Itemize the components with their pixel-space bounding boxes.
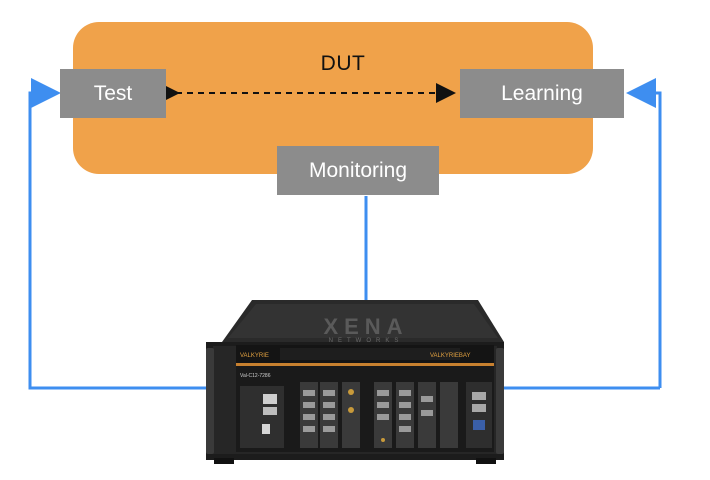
chassis-model-tag: Val-C12-7286 [240,373,271,379]
test-loop-arrow [28,78,305,390]
chassis-left-badge: VALKYRIE [240,353,269,359]
learning-loop-arrow [626,78,662,388]
test-port-label: Test [93,81,133,105]
learning-port-label: Learning [501,81,583,105]
monitoring-port-box: Monitoring [277,146,439,195]
chassis-logo: XENA [323,314,408,339]
learning-port-box: Learning [460,69,624,118]
chassis-right-badge: VALKYRIEBAY [430,353,470,359]
test-port-box: Test [60,69,166,118]
monitoring-port-label: Monitoring [308,158,408,182]
xena-chassis-image: XENA NETWORKS VALKYRIE VALKYRIEBAY Val-C… [206,300,504,464]
dut-label: DUT [320,52,366,75]
chassis-logo-sub: NETWORKS [329,338,404,344]
